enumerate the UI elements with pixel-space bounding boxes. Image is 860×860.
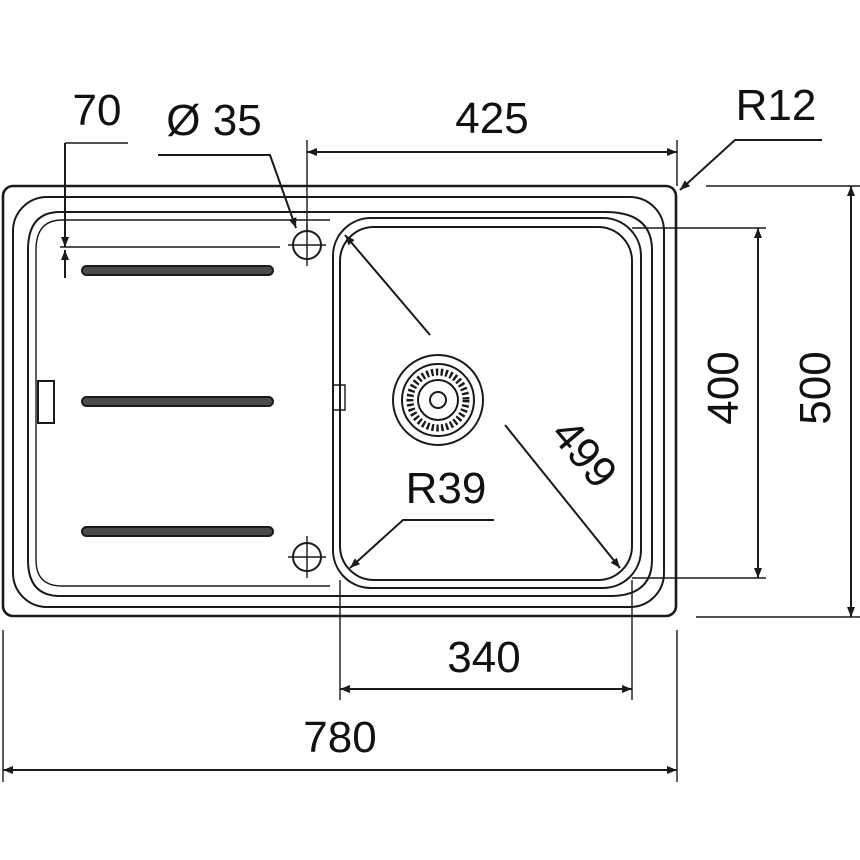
tap-hole-icon [288,536,326,578]
dimension-label-bowl-length: 425 [455,94,528,143]
drainer-groove [81,526,274,537]
dimension-label-bowl-corner-radius: R39 [406,464,487,513]
drainer-inner [35,219,330,587]
dimension-label-tap-hole-diameter: Ø 35 [166,96,261,145]
dimension-label-corner-radius: R12 [736,81,817,130]
dimension-label-drainer-offset: 70 [73,86,122,135]
bowl-inner [339,226,633,581]
sink-body [1,184,678,618]
drainer-groove [81,265,274,276]
drainer-area [27,211,653,597]
dimension-lines [2,139,860,782]
sink-rim-inner [12,196,665,608]
tap-hole-icon [288,224,326,266]
bowl-outer [332,217,642,589]
dimension-label-overall-width: 500 [791,351,840,424]
dimension-label-bowl-inner-length: 340 [447,633,520,682]
dimension-label-overall-length: 780 [303,713,376,762]
drain-waste-icon [392,354,484,446]
bowl-lip [333,384,346,411]
dimension-label-bowl-width: 400 [699,351,748,424]
overflow-slot [37,380,55,424]
dimension-label-bowl-diagonal: 499 [542,410,627,498]
drainer-groove [81,396,274,407]
